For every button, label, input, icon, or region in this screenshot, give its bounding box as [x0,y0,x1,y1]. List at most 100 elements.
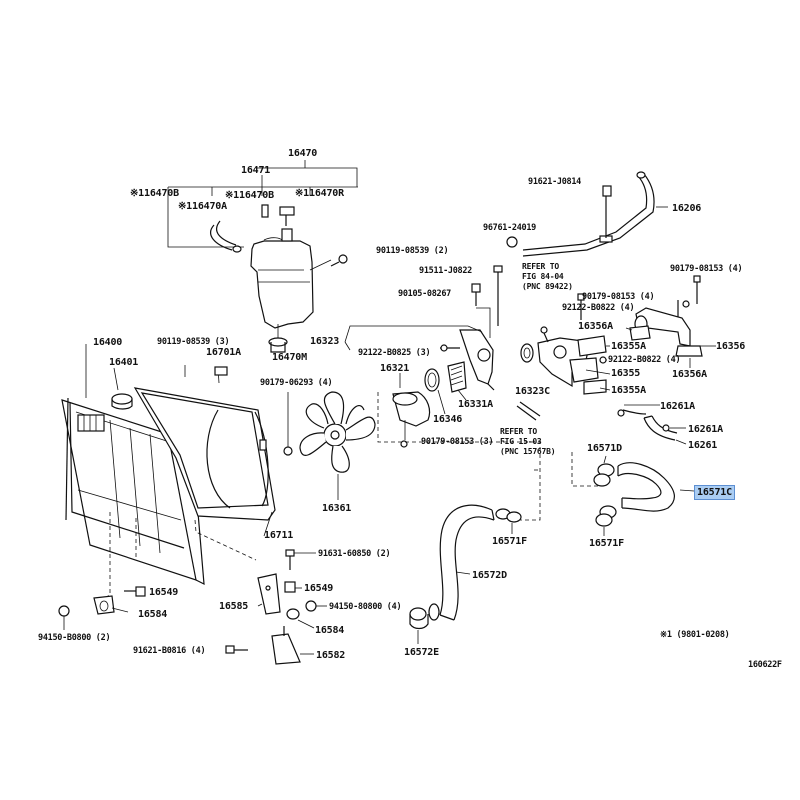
cushion-16584-left [93,595,129,615]
bolt-90119-08539 [330,254,348,267]
label-16261a-2: 16261A [688,424,723,435]
fan-16361 [299,391,376,500]
label-16711: 16711 [264,530,294,541]
gasket-16355a [577,335,611,395]
label-16471: 16471 [241,165,271,176]
label-90119-08539-2: 90119-08539 (2) [376,246,449,256]
label-16470: 16470 [288,148,318,159]
cushion-16584-mid [286,608,315,629]
label-91621-b0816: 91621-B0816 (4) [133,646,206,656]
nut-94150-b0800 [58,605,70,630]
outlet-16356 [625,307,716,368]
label-16585: 16585 [219,601,249,612]
label-16361: 16361 [322,503,352,514]
housing-16323 [344,325,495,391]
hose-16261 [617,404,687,445]
label-92122-b0822-4a: 92122-B0822 (4) [562,303,635,313]
bolt-91621-b0816 [225,645,248,654]
figure-code: 160622F [748,660,782,670]
label-16261: 16261 [688,440,718,451]
label-16355: 16355 [611,368,641,379]
label-16346: 16346 [433,414,463,425]
studs-90179-08153 [577,275,701,320]
label-94150-80800: 94150-80800 (4) [329,602,402,612]
label-16470b-1: ※116470B [130,188,179,199]
label-16401: 16401 [109,357,139,368]
clamp-16572e [409,607,429,644]
label-16261a-1: 16261A [660,401,695,412]
footnote-date-range: ※1 (9801-0208) [660,630,730,640]
gasket-16331a [447,361,467,401]
label-16356a-1: 16356A [578,321,613,332]
label-16571d: 16571D [587,443,622,454]
dashed-hose-links [377,392,604,521]
label-16571c-highlighted[interactable]: 16571C [694,485,735,500]
label-16206: 16206 [672,203,702,214]
label-92122-b0822-4b: 92122-B0822 (4) [608,355,681,365]
bolt-91631-60850 [285,549,316,570]
hose-16572d [428,504,495,621]
label-16582: 16582 [316,650,346,661]
label-16356a-2: 16356A [672,369,707,380]
label-16549-1: 16549 [149,587,179,598]
o-ring-16323c [520,343,534,363]
label-16470b-2: ※116470B [225,190,274,201]
reservoir-cap-16470m [268,324,288,353]
label-90179-08153-4a: 90179-08153 (4) [670,264,743,274]
label-90179-08153-3: 90179-08153 (3) [421,437,494,447]
label-91511-j0822: 91511-J0822 [419,266,472,276]
outlet-housing-16355 [537,326,611,388]
label-16355a-1: 16355A [611,341,646,352]
label-16470a: ※116470A [178,201,227,212]
inlet-16321 [392,373,431,448]
outlet-pipe-16206 [522,171,668,257]
nut-94150-80800 [305,600,327,612]
label-16331a: 16331A [458,399,493,410]
bracket-16582 [271,626,314,665]
bypass-pipe-16572 [516,401,541,421]
bolt-92122-b0825 [440,344,460,352]
label-16323: 16323 [310,336,340,347]
radiator-cap-16401 [111,393,133,410]
label-16571f-1: 16571F [492,536,527,547]
label-16701a: 16701A [206,347,241,358]
label-16572d: 16572D [472,570,507,581]
label-16584-2: 16584 [315,625,345,636]
thermostat-16346 [424,368,446,415]
label-90119-08539-3: 90119-08539 (3) [157,337,230,347]
bracket-16585 [257,573,281,615]
label-91631-60850: 91631-60850 (2) [318,549,391,559]
label-96761-24019: 96761-24019 [483,223,536,233]
label-16470m: 16470M [272,352,307,363]
clamp-16571d [593,455,615,487]
fan-shroud-16711 [133,365,276,537]
stud-91511-j0822 [493,265,503,326]
reservoir-tank-16470 [250,228,332,329]
oring-96761-24019 [506,236,518,248]
label-16355a-2: 16355A [611,385,646,396]
label-16321: 16321 [380,363,410,374]
label-92122-b0825: 92122-B0825 (3) [358,348,431,358]
bolt-90179-06293 [283,392,293,456]
label-16400: 16400 [93,337,123,348]
cushion-16549-left [124,586,146,597]
reservoir-hose-16470a [210,220,242,253]
label-91621-j0814: 91621-J0814 [528,177,581,187]
clamp-16571f-left [495,508,522,534]
label-94150-b0800: 94150-B0800 (2) [38,633,111,643]
label-16549-2: 16549 [304,583,334,594]
label-90179-08153-4b: 90179-08153 (4) [582,292,655,302]
bolt-92122-b0822 [599,300,690,364]
bolt-90105-08267 [471,283,491,338]
label-90105-08267: 90105-08267 [398,289,451,299]
label-16584-1: 16584 [138,609,168,620]
cushion-16549-mid [284,581,302,593]
label-16323c: 16323C [515,386,550,397]
label-16572e: 16572E [404,647,439,658]
label-16356: 16356 [716,341,746,352]
label-16470r: ※116470R [295,188,344,199]
